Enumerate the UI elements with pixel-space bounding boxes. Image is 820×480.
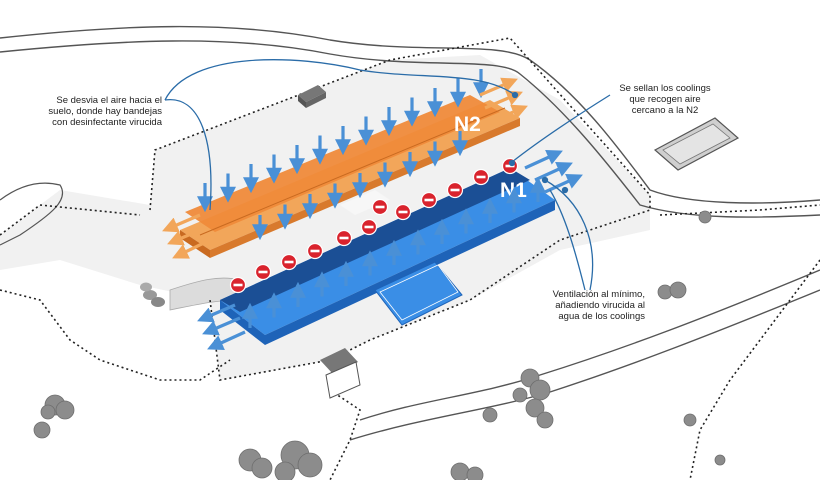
airflow-arrow-icon — [534, 162, 573, 182]
airflow-arrow-icon — [544, 174, 583, 194]
annotation-air-diverted: Se desvia el aire hacia el suelo, donde … — [48, 95, 162, 128]
callout-bottomright-line-1 — [544, 179, 594, 291]
farm-boundary — [149, 37, 651, 381]
airflow-arrow-icon — [172, 238, 211, 259]
sealed-coolings — [229, 157, 519, 294]
airflow-arrow-icon — [162, 213, 201, 233]
stop-sign-icon — [254, 263, 272, 281]
stop-sign-icon — [371, 198, 389, 216]
stop-sign-icon — [394, 203, 412, 221]
silo-icon — [140, 282, 165, 307]
airflow-arrow-icon — [202, 316, 241, 336]
callout-bottomright-dot-1 — [541, 176, 549, 184]
office-building-icon — [320, 348, 361, 399]
outer-boundary-bottom — [329, 389, 361, 480]
stop-sign-icon — [472, 168, 490, 186]
shed-building-icon — [298, 85, 326, 108]
callout-bottomright-dot-2 — [561, 186, 569, 194]
tank-building-icon — [653, 117, 740, 171]
road-bottom-inner — [349, 289, 820, 441]
annotation-coolings-sealed: Se sellan los coolings que recogen aire … — [619, 83, 711, 116]
airflow-arrow-icon — [167, 226, 206, 246]
stop-sign-icon — [306, 242, 324, 260]
stop-sign-icon — [360, 218, 378, 236]
callout-lines — [164, 59, 611, 291]
airflow-arrow-icon — [489, 104, 528, 124]
airflow-arrow-icon — [524, 150, 563, 170]
annotation-minimum-ventilation: Ventilación al mínimo, añadiendo virucid… — [552, 289, 645, 322]
stop-sign-icon — [335, 229, 353, 247]
callout-topright-dot — [508, 159, 516, 167]
outer-boundary — [0, 204, 231, 381]
airflow-arrows — [162, 69, 583, 350]
airflow-arrow-icon — [207, 330, 246, 350]
tree-icon — [33, 210, 726, 480]
callout-left-line-2 — [164, 99, 212, 211]
airflow-arrow-icon — [197, 303, 236, 323]
callout-topright-line — [511, 94, 611, 163]
stop-sign-icon — [229, 276, 247, 294]
stop-sign-icon — [280, 253, 298, 271]
callout-left-dot — [511, 91, 519, 99]
road-bottom — [359, 269, 820, 421]
n2-label: N2 — [454, 113, 481, 136]
stop-sign-icon — [420, 191, 438, 209]
callout-bottomright-line-2 — [549, 189, 586, 291]
road-top — [0, 25, 820, 204]
stop-sign-icon — [446, 181, 464, 199]
road-top-inner — [0, 40, 820, 218]
callout-left-line-1 — [164, 59, 516, 101]
outer-boundary-right — [659, 204, 820, 480]
airflow-arrow-icon — [479, 77, 518, 97]
road-left — [0, 182, 64, 246]
